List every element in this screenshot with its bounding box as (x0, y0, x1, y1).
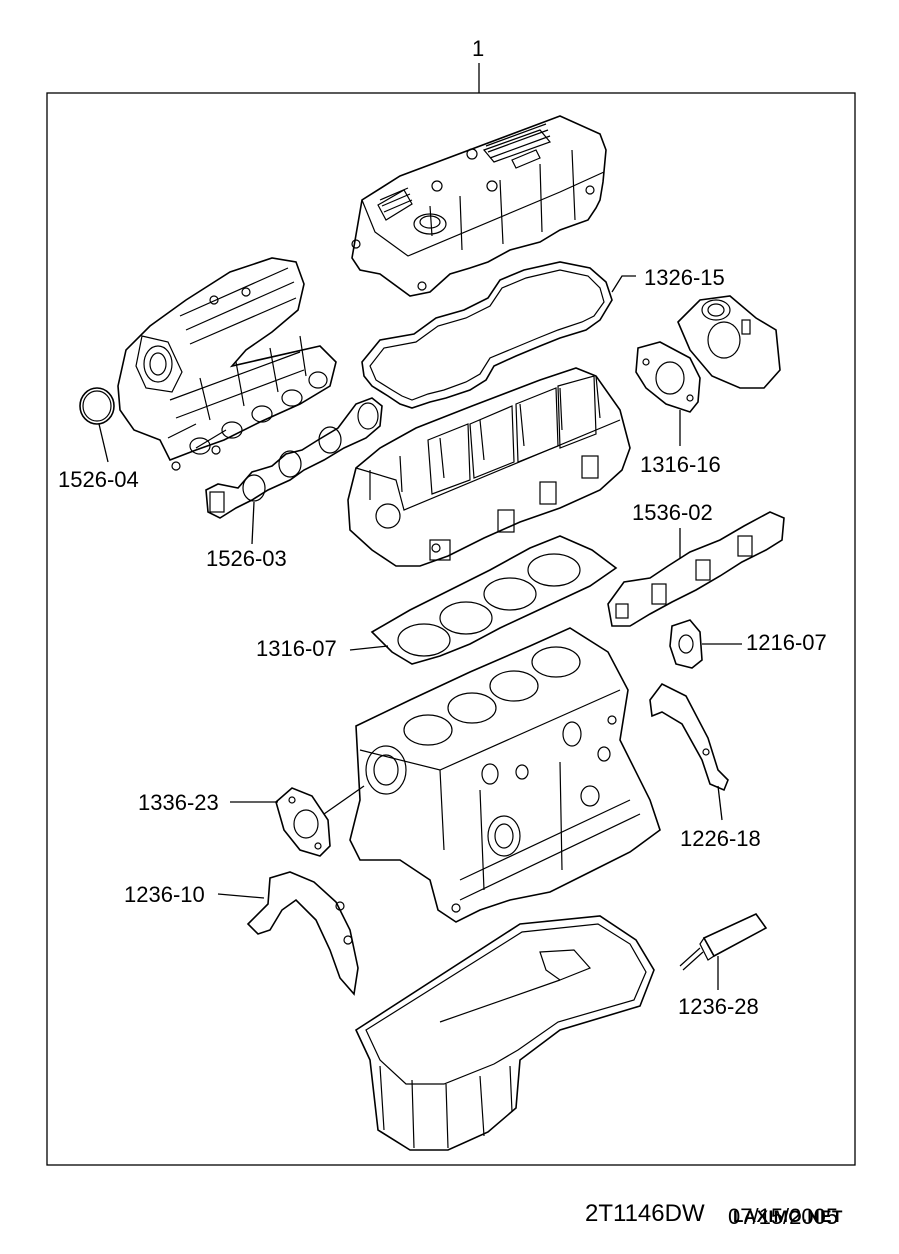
cover-gasket-illustration (361, 261, 613, 409)
oil-pan-illustration (354, 915, 655, 1151)
water-pump-gasket-illustration (275, 787, 331, 857)
drawing-code: 2T1146DW (585, 1200, 705, 1227)
part-label-1316-16[interactable]: 1316-16 (640, 452, 721, 477)
cylinder-head-gasket-illustration (370, 535, 618, 665)
engine-block-illustration (349, 627, 661, 923)
water-outlet-gasket-illustration (635, 341, 701, 413)
intake-manifold-gasket-illustration (205, 397, 383, 519)
leader-1526-04 (98, 423, 109, 463)
part-label-1316-07[interactable]: 1316-07 (256, 636, 337, 661)
front-cover-gasket-hole-2 (343, 935, 353, 945)
water-outlet-housing-illustration (677, 295, 781, 389)
throttle-ring-gasket-inner (82, 390, 112, 422)
leader-1316-07 (349, 645, 389, 651)
rear-cover-gasket-hole (702, 748, 710, 756)
cylinder-head-cover-illustration (351, 115, 607, 297)
part-label-1536-02[interactable]: 1536-02 (632, 500, 713, 525)
part-label-1326-15[interactable]: 1326-15 (644, 265, 725, 290)
exhaust-manifold-gasket-illustration (607, 511, 785, 627)
part-label-1236-28[interactable]: 1236-28 (678, 994, 759, 1019)
leader-1326-15 (611, 275, 636, 293)
front-cover-gasket-hole-1 (335, 901, 345, 911)
watermark: LAXIMO.NET (733, 1207, 843, 1226)
part-label-1336-23[interactable]: 1336-23 (138, 790, 219, 815)
throttle-ring-gasket-illustration (79, 387, 115, 425)
sealant-tube-illustration (679, 912, 768, 971)
small-cover-gasket-illustration (669, 619, 703, 669)
part-label-1216-07[interactable]: 1216-07 (746, 630, 827, 655)
cover-gasket-inner-edge (369, 269, 605, 401)
rear-cover-gasket-illustration (649, 682, 729, 792)
part-label-1226-18[interactable]: 1226-18 (680, 826, 761, 851)
leader-1236-10 (217, 893, 265, 899)
kit-frame (46, 92, 856, 1166)
part-label-1526-04[interactable]: 1526-04 (58, 467, 139, 492)
assembly-number-label[interactable]: 1 (472, 36, 484, 61)
part-label-1236-10[interactable]: 1236-10 (124, 882, 205, 907)
front-cover-gasket-illustration (246, 871, 359, 996)
leader-1336-23-b (323, 785, 365, 815)
part-label-1526-03[interactable]: 1526-03 (206, 546, 287, 571)
leader-1226-18 (717, 785, 723, 821)
intake-manifold-illustration (117, 257, 337, 471)
leader-1526-03 (251, 501, 255, 545)
small-cover-gasket-hole (678, 634, 694, 654)
cylinder-head-illustration (347, 367, 631, 567)
drawing-date: 07/15/2005 (728, 1204, 839, 1229)
